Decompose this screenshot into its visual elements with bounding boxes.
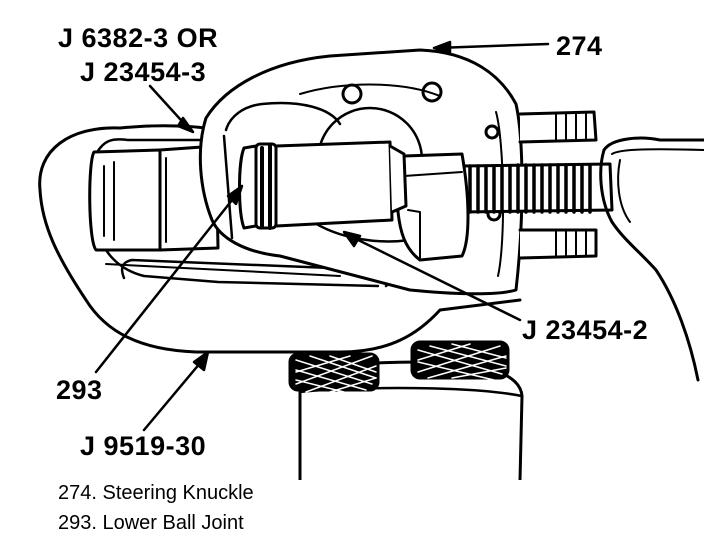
receiver-cup (88, 144, 220, 252)
leader-lines (94, 40, 550, 432)
callout-293: 293 (56, 375, 103, 405)
lower-ball-joint-293 (238, 140, 408, 230)
knuckle-studs (518, 110, 598, 260)
vise-jaw (288, 340, 524, 480)
adapter-j23454-2 (396, 152, 470, 262)
callout-j23454-2: J 23454-2 (522, 315, 649, 345)
callout-j6382-3-or: J 6382-3 OR (58, 23, 219, 53)
legend-item-lower-ball-joint: 293. Lower Ball Joint (58, 512, 244, 534)
legend-item-steering-knuckle: 274. Steering Knuckle (58, 482, 254, 504)
callout-j23454-3: J 23454-3 (80, 57, 207, 87)
callout-j9519-30: J 9519-30 (80, 431, 207, 461)
ball-joint-press-illustration (38, 40, 704, 480)
callout-274: 274 (556, 31, 603, 61)
